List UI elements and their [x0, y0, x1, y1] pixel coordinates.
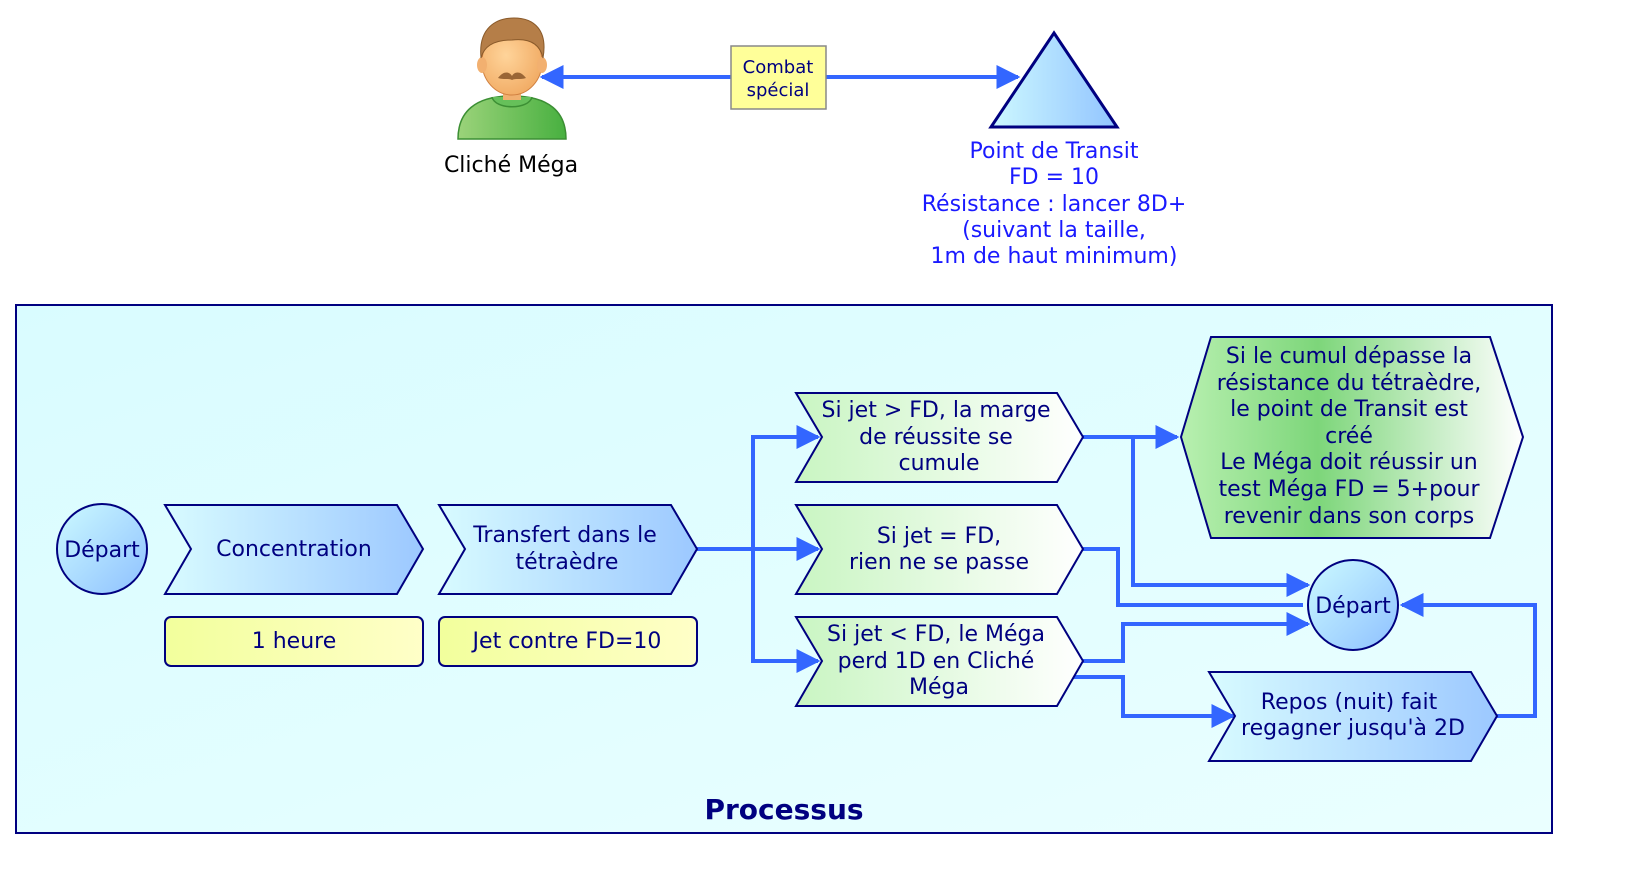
link-label-line1: Combat	[743, 57, 814, 78]
rest-step: Repos (nuit) fait regagner jusqu'à 2D	[1207, 671, 1499, 762]
outcome-failure: Si jet < FD, le Méga perd 1D en Cliché M…	[794, 616, 1085, 707]
concentration-note-text: 1 heure	[252, 629, 337, 654]
connector-rest-to-depart	[1399, 593, 1537, 718]
connector-success-to-depart	[1083, 435, 1311, 597]
result-line: Si le cumul dépasse la	[1226, 344, 1472, 369]
outcome-success-line: de réussite se	[859, 425, 1013, 450]
outcome-equal-line: Si jet = FD,	[877, 524, 1001, 549]
outcome-failure-line: perd 1D en Cliché	[838, 649, 1035, 674]
concentration-label: Concentration	[216, 537, 372, 562]
concentration-note: 1 heure	[164, 616, 424, 667]
process-title: Processus	[704, 793, 863, 826]
rest-line: regagner jusqu'à 2D	[1241, 716, 1465, 741]
transit-line: Résistance : lancer 8D+	[922, 192, 1187, 217]
connector-to-failure	[697, 547, 821, 673]
actor-label: Cliché Méga	[444, 153, 578, 178]
link-label-line2: spécial	[747, 80, 810, 101]
transfer-step: Transfert dans le tétraèdre	[437, 504, 699, 595]
result-line: le point de Transit est	[1230, 397, 1468, 422]
outcome-failure-line: Méga	[909, 675, 969, 700]
outcome-equal: Si jet = FD, rien ne se passe	[794, 504, 1085, 595]
outcome-success: Si jet > FD, la marge de réussite se cum…	[794, 392, 1085, 483]
transfer-note-text: Jet contre FD=10	[471, 629, 662, 654]
connectors	[697, 425, 1537, 728]
transfer-note: Jet contre FD=10	[438, 616, 698, 667]
end-start-node: Départ	[1307, 559, 1399, 651]
transit-line: Point de Transit	[970, 139, 1139, 164]
outcome-success-line: Si jet > FD, la marge	[821, 398, 1050, 423]
outcome-failure-line: Si jet < FD, le Méga	[827, 622, 1045, 647]
transit-point-label: Point de Transit FD = 10 Résistance : la…	[922, 139, 1187, 269]
outcome-equal-line: rien ne se passe	[849, 550, 1029, 575]
connector-equal-to-depart	[1083, 547, 1303, 607]
result-line: créé	[1325, 424, 1373, 449]
transit-line: (suivant la taille,	[962, 218, 1146, 243]
transit-line: FD = 10	[1009, 165, 1099, 190]
triangle-icon	[988, 30, 1120, 129]
start-node: Départ	[56, 503, 148, 595]
result-line: test Méga FD = 5+pour	[1218, 477, 1480, 502]
end-start-label: Départ	[1315, 594, 1391, 619]
link-label-box: Combat spécial	[730, 45, 827, 110]
result-line: revenir dans son corps	[1224, 504, 1474, 529]
result-created: Si le cumul dépasse la résistance du tét…	[1179, 336, 1525, 539]
connector-failure-to-depart	[1083, 612, 1311, 663]
connector-failure-to-rest	[1073, 675, 1236, 728]
concentration-step: Concentration	[163, 504, 425, 595]
rest-line: Repos (nuit) fait	[1261, 690, 1438, 715]
transit-line: 1m de haut minimum)	[931, 244, 1178, 269]
result-line: Le Méga doit réussir un	[1220, 450, 1478, 475]
start-label: Départ	[64, 538, 140, 563]
transfer-line: Transfert dans le	[472, 523, 657, 548]
result-line: résistance du tétraèdre,	[1217, 371, 1482, 396]
person-icon	[457, 17, 567, 140]
outcome-success-line: cumule	[898, 451, 979, 476]
transfer-line: tétraèdre	[516, 550, 619, 575]
